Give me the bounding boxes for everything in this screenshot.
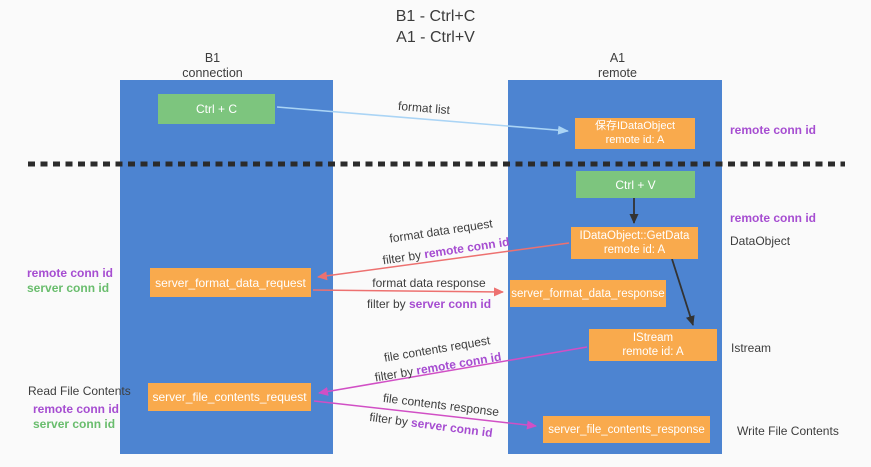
annotation-remote-conn-id-right-2: remote conn id: [730, 211, 817, 225]
filter-prefix: filter by: [368, 409, 413, 430]
node-server-file-contents-request: server_file_contents_request: [148, 383, 311, 411]
annotation-remote-conn-id-left-1: remote conn id: [27, 266, 114, 280]
lane-a1-header: A1 remote: [510, 51, 725, 81]
node-server-file-contents-response: server_file_contents_response: [543, 416, 710, 443]
annotation-read-file-contents: Read File Contents: [28, 384, 131, 398]
lane-b1-subtitle: connection: [182, 66, 243, 80]
node-istream: IStream remote id: A: [589, 329, 717, 361]
node-server-format-data-response-label: server_format_data_response: [511, 287, 665, 300]
annotation-server-conn-id-left-1: server conn id: [27, 281, 110, 295]
lane-a1-subtitle: remote: [598, 66, 637, 80]
node-ctrl-v: Ctrl + V: [576, 171, 695, 198]
node-ctrl-c: Ctrl + C: [158, 94, 275, 124]
filter-key-server-conn-id: server conn id: [410, 415, 494, 441]
annotation-remote-conn-id-right-1: remote conn id: [730, 123, 817, 137]
node-save-idataobject: 保存IDataObject remote id: A: [575, 118, 695, 149]
diagram-title: B1 - Ctrl+C A1 - Ctrl+V: [0, 6, 871, 48]
node-save-idataobject-line1: 保存IDataObject: [594, 120, 676, 132]
node-istream-line1: IStream: [632, 332, 674, 344]
filter-prefix: filter by: [373, 363, 418, 385]
node-server-file-contents-request-label: server_file_contents_request: [152, 390, 307, 404]
annotation-istream: Istream: [731, 341, 772, 355]
annotation-server-conn-id-left-2: server conn id: [33, 417, 116, 431]
title-line-1: B1 - Ctrl+C: [395, 8, 476, 25]
lane-b1-header: B1 connection: [105, 51, 320, 81]
annotation-remote-conn-id-left-2: remote conn id: [33, 402, 120, 416]
node-idataobject-getdata-line2: remote id: A: [603, 244, 666, 256]
node-ctrl-v-label: Ctrl + V: [615, 177, 656, 192]
node-server-format-data-response: server_format_data_response: [510, 280, 666, 307]
filter-prefix: filter by: [381, 247, 426, 268]
node-save-idataobject-line2: remote id: A: [605, 133, 665, 146]
node-server-file-contents-response-label: server_file_contents_response: [548, 423, 705, 436]
arrow-format-data-response: [312, 287, 504, 297]
filter-key-server-conn-id: server conn id: [408, 297, 492, 311]
label-format-list: format list: [397, 98, 451, 118]
node-server-format-data-request: server_format_data_request: [150, 268, 311, 297]
annotation-dataobject: DataObject: [730, 234, 791, 248]
node-idataobject-getdata-line1: IDataObject::GetData: [579, 230, 690, 242]
lane-a1-name: A1: [609, 51, 626, 65]
label-format-data-response: format data response: [372, 276, 486, 290]
annotation-write-file-contents: Write File Contents: [737, 424, 839, 438]
label-filter-by-server-conn-id-1: filter by server conn id: [367, 297, 491, 311]
title-line-2: A1 - Ctrl+V: [396, 29, 475, 46]
node-server-format-data-request-label: server_format_data_request: [155, 275, 306, 290]
lane-b1-name: B1: [204, 51, 221, 65]
filter-prefix: filter by: [366, 297, 409, 311]
node-istream-line2: remote id: A: [622, 346, 684, 358]
node-idataobject-getdata: IDataObject::GetData remote id: A: [571, 227, 698, 259]
node-ctrl-c-label: Ctrl + C: [195, 102, 237, 116]
